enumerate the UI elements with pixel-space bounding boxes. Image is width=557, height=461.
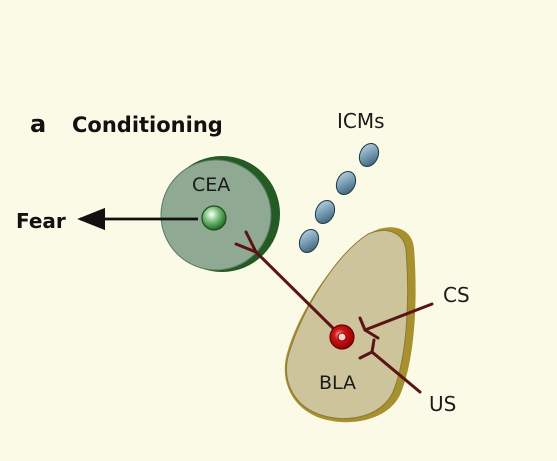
projection-axon [254,250,343,338]
us-synapse-a [358,350,374,360]
cs-synapse-a [358,316,367,332]
cs-input [358,302,434,340]
cs-axon [363,302,434,332]
panel-letter: a [30,110,46,138]
synapse-branch-a [244,230,258,254]
icm-2 [335,170,357,196]
us-input [358,338,422,394]
cs-synapse-b [363,328,380,340]
icms-label: ICMs [337,109,385,133]
cea-neuron [201,205,227,231]
bla-label: BLA [319,372,356,394]
synapse-branch-b [234,242,258,254]
bla-to-cea-connection [234,230,343,338]
us-axon [370,350,422,394]
bla-neuron-nucleus [337,332,347,342]
icm-4 [298,228,320,254]
panel-title: Conditioning [72,113,223,137]
icm-cluster [298,142,380,254]
us-label: US [429,392,456,416]
bla-body [286,230,409,420]
icm-1 [358,142,380,168]
fear-label: Fear [16,209,66,233]
cea-label: CEA [192,174,230,196]
us-synapse-b [370,338,376,354]
cs-label: CS [443,283,470,307]
icm-3 [314,199,336,225]
bla-neuron [329,324,355,350]
bla-region [284,227,416,423]
